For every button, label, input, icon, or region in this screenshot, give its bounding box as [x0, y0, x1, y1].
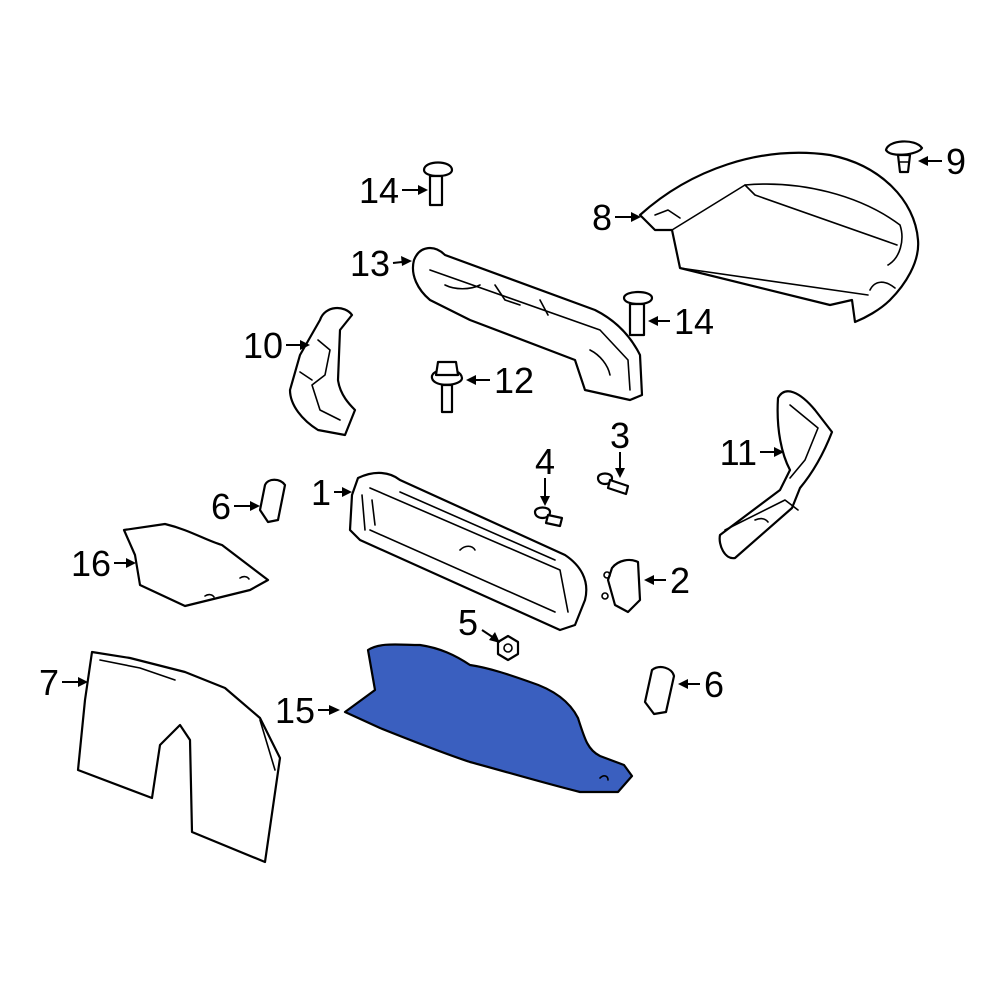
callout-14-upper: 14	[359, 170, 399, 211]
part-4-screw[interactable]	[533, 506, 564, 528]
callout-10: 10	[243, 325, 283, 366]
callout-16: 16	[71, 543, 111, 584]
part-14-bolt-upper[interactable]	[422, 161, 454, 207]
part-9-push-pin[interactable]	[884, 140, 924, 174]
callout-13: 13	[350, 243, 390, 284]
callout-6-right: 6	[704, 664, 724, 705]
callout-labels: 1 2 3 4 5 6 6 7 8 9 10 11 12 13 14 14 15…	[39, 141, 966, 731]
part-5-nut[interactable]	[496, 634, 520, 662]
callout-4: 4	[535, 441, 555, 482]
part-15-panel-highlighted[interactable]	[343, 643, 634, 794]
callout-11: 11	[720, 432, 757, 473]
callout-8: 8	[592, 197, 612, 238]
part-13-brace[interactable]	[411, 247, 644, 402]
callout-7: 7	[39, 662, 59, 703]
part-2-clip[interactable]	[601, 558, 642, 614]
callout-14-lower: 14	[674, 301, 714, 342]
part-16-mat[interactable]	[122, 522, 270, 608]
callout-5: 5	[458, 602, 478, 643]
callout-6-left: 6	[211, 486, 231, 527]
part-1-rear-shelf[interactable]	[348, 471, 588, 632]
part-8-shelf-trim[interactable]	[638, 151, 920, 324]
leader-lines	[62, 156, 942, 715]
part-6-clip-right[interactable]	[643, 666, 676, 716]
part-10-left-bracket[interactable]	[288, 307, 357, 437]
part-6-clip-left[interactable]	[258, 478, 287, 524]
part-14-bolt-lower[interactable]	[622, 290, 654, 337]
callout-15: 15	[275, 690, 315, 731]
callout-3: 3	[610, 415, 630, 456]
part-11-right-bracket[interactable]	[718, 390, 834, 560]
callout-9: 9	[946, 141, 966, 182]
part-3-screw[interactable]	[596, 472, 630, 496]
part-12-flange-bolt[interactable]	[430, 360, 464, 414]
callout-1: 1	[311, 472, 331, 513]
part-7-trunk-liner[interactable]	[76, 650, 282, 864]
callout-2: 2	[670, 560, 690, 601]
callout-12: 12	[494, 360, 534, 401]
